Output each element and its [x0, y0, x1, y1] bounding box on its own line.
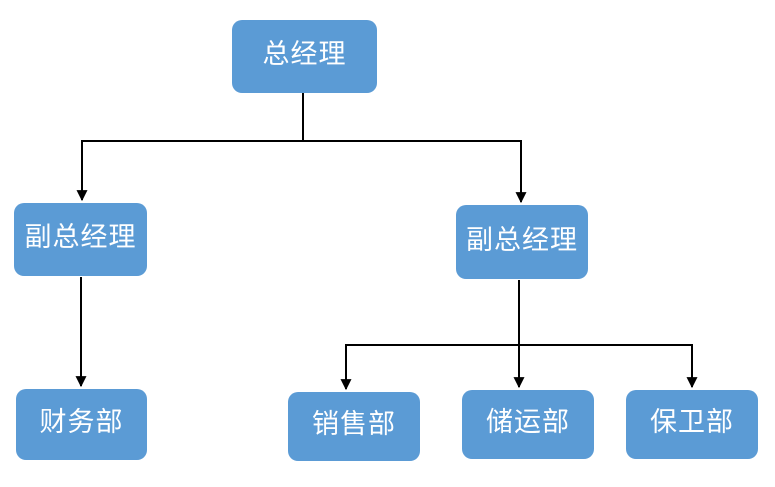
- node-label: 副总经理: [466, 224, 578, 255]
- node-deputy-general-manager-left[interactable]: 副总经理: [14, 203, 147, 276]
- connector-gm-to-deputies: [76, 93, 527, 204]
- node-label: 财务部: [39, 407, 124, 437]
- node-label: 副总经理: [24, 222, 137, 252]
- node-sales-department[interactable]: 销售部: [288, 392, 420, 461]
- node-label: 储运部: [486, 407, 570, 437]
- node-label: 保卫部: [650, 407, 734, 437]
- node-deputy-general-manager-right[interactable]: 副总经理: [456, 205, 588, 279]
- node-label: 总经理: [262, 39, 347, 69]
- connector-deputy-right-to-departments: [340, 280, 698, 391]
- node-storage-transport-department[interactable]: 储运部: [462, 390, 594, 459]
- node-label: 销售部: [312, 409, 396, 439]
- node-general-manager[interactable]: 总经理: [232, 20, 377, 93]
- node-finance-department[interactable]: 财务部: [16, 389, 147, 460]
- node-security-department[interactable]: 保卫部: [626, 390, 758, 459]
